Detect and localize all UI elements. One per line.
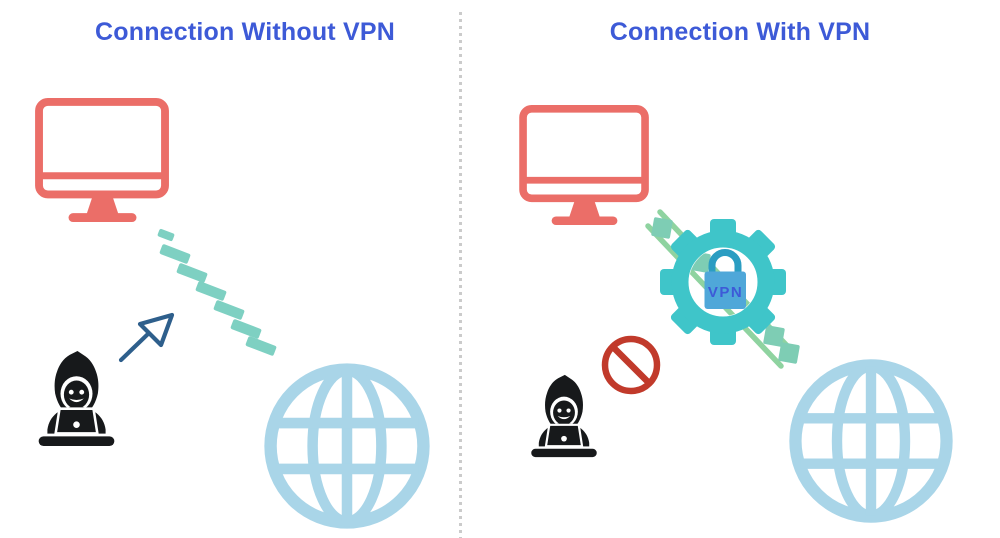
arrow-head [137,312,175,348]
hacker-laptop-logo [561,435,567,442]
laptop-base-gap [528,446,600,449]
hacker-eye-right [79,389,85,395]
hacker-eye-right [566,408,571,413]
monitor-base [68,213,137,223]
laptop-base-gap [35,433,118,437]
hacker-smile [69,398,84,403]
blocked-sign-icon [601,335,661,395]
hacker-eye-left [68,389,74,395]
hacker-face [63,380,90,409]
hacker-desk-bar [38,436,115,447]
lock-body [704,271,746,309]
hacker-desk-bar [531,448,597,458]
vpn-label: VPN [708,284,743,301]
hacker-icon [35,350,118,447]
hacker-eye-left [557,408,562,413]
gear-ring [671,230,775,334]
hacker-smile [557,416,571,420]
monitor-stand [86,194,119,216]
monitor-screen [519,104,649,203]
panel-divider [459,12,462,538]
unsecured-dashed-link [157,228,277,356]
ban-slash [609,343,653,387]
hacker-laptop-lid [544,423,584,448]
attack-arrow-icon [118,312,175,363]
ban-circle [601,335,661,395]
right-panel-title: Connection With VPN [609,18,871,46]
internet-globe-icon [789,359,953,523]
computer-icon [35,97,169,223]
hacker-laptop-logo [73,421,80,428]
hacker-face [553,400,575,425]
left-panel-title: Connection Without VPN [95,18,395,46]
monitor-base [551,216,618,226]
hacker-icon [528,374,600,458]
arrow-shaft [118,330,152,363]
computer-icon [519,104,649,226]
internet-globe-icon [264,363,430,529]
vpn-lock-icon: VPN [704,249,746,309]
lock-shackle [708,249,742,275]
hacker-laptop-lid [54,407,99,435]
vpn-gear-lock-icon: VPN [645,209,800,369]
monitor-screen [35,97,169,199]
monitor-stand [568,198,601,219]
